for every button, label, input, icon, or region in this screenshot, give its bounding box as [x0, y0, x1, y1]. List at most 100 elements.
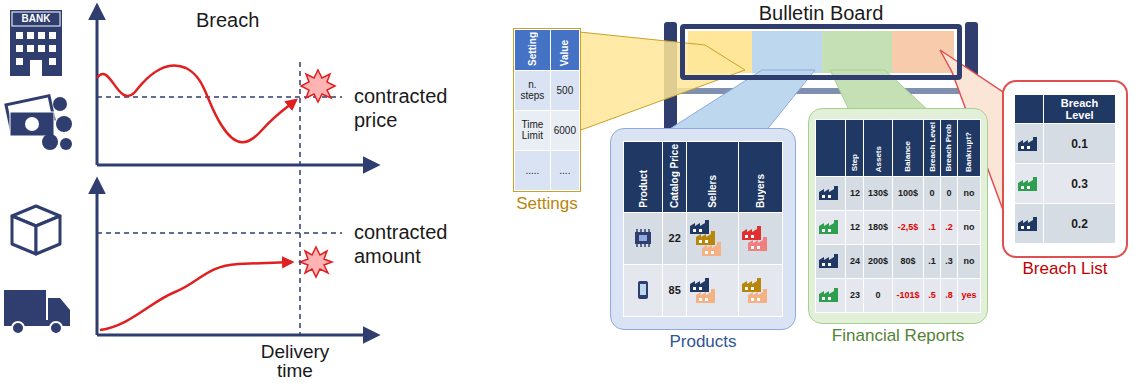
table-cell: 0.3 [1044, 164, 1116, 204]
table-row: 12130$100$00no [816, 176, 981, 210]
cell-value: .2 [945, 222, 953, 232]
table-cell: Time Limit [515, 110, 551, 150]
panel-caption: Financial Reports [789, 326, 1007, 346]
table-header: Assets [864, 120, 892, 177]
table-header: Step [846, 120, 864, 177]
table-header: Sellers [687, 142, 739, 213]
table-cell: 0 [864, 278, 892, 312]
factory-icon [1018, 217, 1040, 231]
cell-value: 100$ [898, 188, 918, 198]
table-cell: 0 [924, 176, 941, 210]
table-header-row: Breach Level [1015, 95, 1116, 124]
table-row: 85 [624, 264, 783, 316]
cell-value: 85 [669, 284, 681, 296]
table-cell: .1 [924, 210, 941, 244]
column-header: Value [559, 40, 570, 66]
cell-value: 0.3 [1071, 177, 1088, 191]
table-cell: -101$ [892, 278, 924, 312]
table-row: 0.3 [1015, 164, 1116, 204]
axis-annotation: contracted price [354, 84, 462, 133]
table-cell: 22 [663, 212, 687, 264]
bank-icon [10, 10, 62, 76]
table-cell [687, 264, 739, 316]
bank-sign: BANK [12, 13, 60, 25]
cell-value: 80$ [900, 256, 915, 266]
table-cell [738, 212, 782, 264]
table-cell [624, 212, 663, 264]
factory-icon [819, 186, 841, 200]
chart-title: Breach [196, 8, 259, 32]
amount-chart [97, 180, 377, 335]
table-row: 230-101$.5.8yes [816, 278, 981, 312]
phone-icon [631, 280, 655, 300]
products-panel: ProductCatalog PriceSellersBuyers2285Pro… [610, 128, 796, 330]
table-cell: .8 [941, 278, 958, 312]
table-row: 24200$80$.1.3no [816, 244, 981, 278]
table-cell: .1 [924, 244, 941, 278]
table-cell: .2 [941, 210, 958, 244]
cell-value: .... [559, 165, 570, 176]
board-title: Bulletin Board [665, 2, 977, 25]
factory-icon [1018, 137, 1040, 151]
table-cell: 0.1 [1044, 124, 1116, 164]
column-header: Breach Level [1061, 97, 1098, 121]
panel-caption: Settings [494, 194, 600, 214]
chip-icon [631, 228, 655, 248]
cell-value: 130$ [868, 188, 888, 198]
cell-value: .8 [945, 290, 953, 300]
cell-value: 6000 [554, 125, 576, 136]
column-header: Step [850, 154, 859, 171]
table-header [816, 120, 846, 177]
table-cell: .5 [924, 278, 941, 312]
cell-value: no [963, 222, 974, 232]
settings-table: Setting Value n. steps 500Time Limit6000...… [513, 28, 581, 192]
table-header-row: ProductCatalog PriceSellersBuyers [624, 142, 783, 213]
table-cell: 130$ [864, 176, 892, 210]
table-header: Buyers [738, 142, 782, 213]
axis-annotation: contracted amount [354, 220, 472, 269]
table-cell: .... [550, 150, 579, 190]
factory-icon [742, 226, 764, 240]
table-header: Breach Level [1044, 95, 1116, 124]
financial-panel: StepAssetsBalanceBreach LevelBreach Prob… [808, 108, 988, 324]
cell-value: n. steps [520, 79, 544, 101]
cell-value: 0.2 [1071, 217, 1088, 231]
cell-value: ..... [525, 165, 539, 176]
factory-icon [819, 220, 841, 234]
cell-value: 180$ [868, 222, 888, 232]
cell-value: 500 [557, 85, 574, 96]
table-row: ......... [515, 150, 580, 190]
cell-value: 12 [850, 222, 860, 232]
table-cell [816, 278, 846, 312]
column-header: Setting [527, 32, 538, 66]
table-cell [816, 244, 846, 278]
truck-icon [4, 290, 70, 334]
cell-value: 22 [669, 232, 681, 244]
box-icon [12, 206, 60, 254]
bulletin-board: Bulletin Board [680, 24, 962, 80]
table-row: 12180$-2,5$.1.2no [816, 210, 981, 244]
table-cell: 180$ [864, 210, 892, 244]
price-chart [97, 6, 377, 165]
table-cell: no [957, 210, 980, 244]
column-header: Bankrupt? [964, 132, 973, 172]
table-cell [816, 176, 846, 210]
table-cell: .3 [941, 244, 958, 278]
table-header: Balance [892, 120, 924, 177]
table-header: Product [624, 142, 663, 213]
table-cell [816, 210, 846, 244]
table-cell [1015, 204, 1044, 244]
cell-value: .5 [928, 290, 936, 300]
column-header: Sellers [707, 175, 718, 208]
table-cell: 24 [846, 244, 864, 278]
cell-value: 23 [850, 290, 860, 300]
cell-value: .3 [945, 256, 953, 266]
column-header: Buyers [755, 174, 766, 208]
table-cell: no [957, 176, 980, 210]
table-cell [687, 212, 739, 264]
table-header: Breach Prob [941, 120, 958, 177]
table-cell: 6000 [550, 110, 579, 150]
table-cell [1015, 164, 1044, 204]
cell-value: 0.1 [1071, 137, 1088, 151]
